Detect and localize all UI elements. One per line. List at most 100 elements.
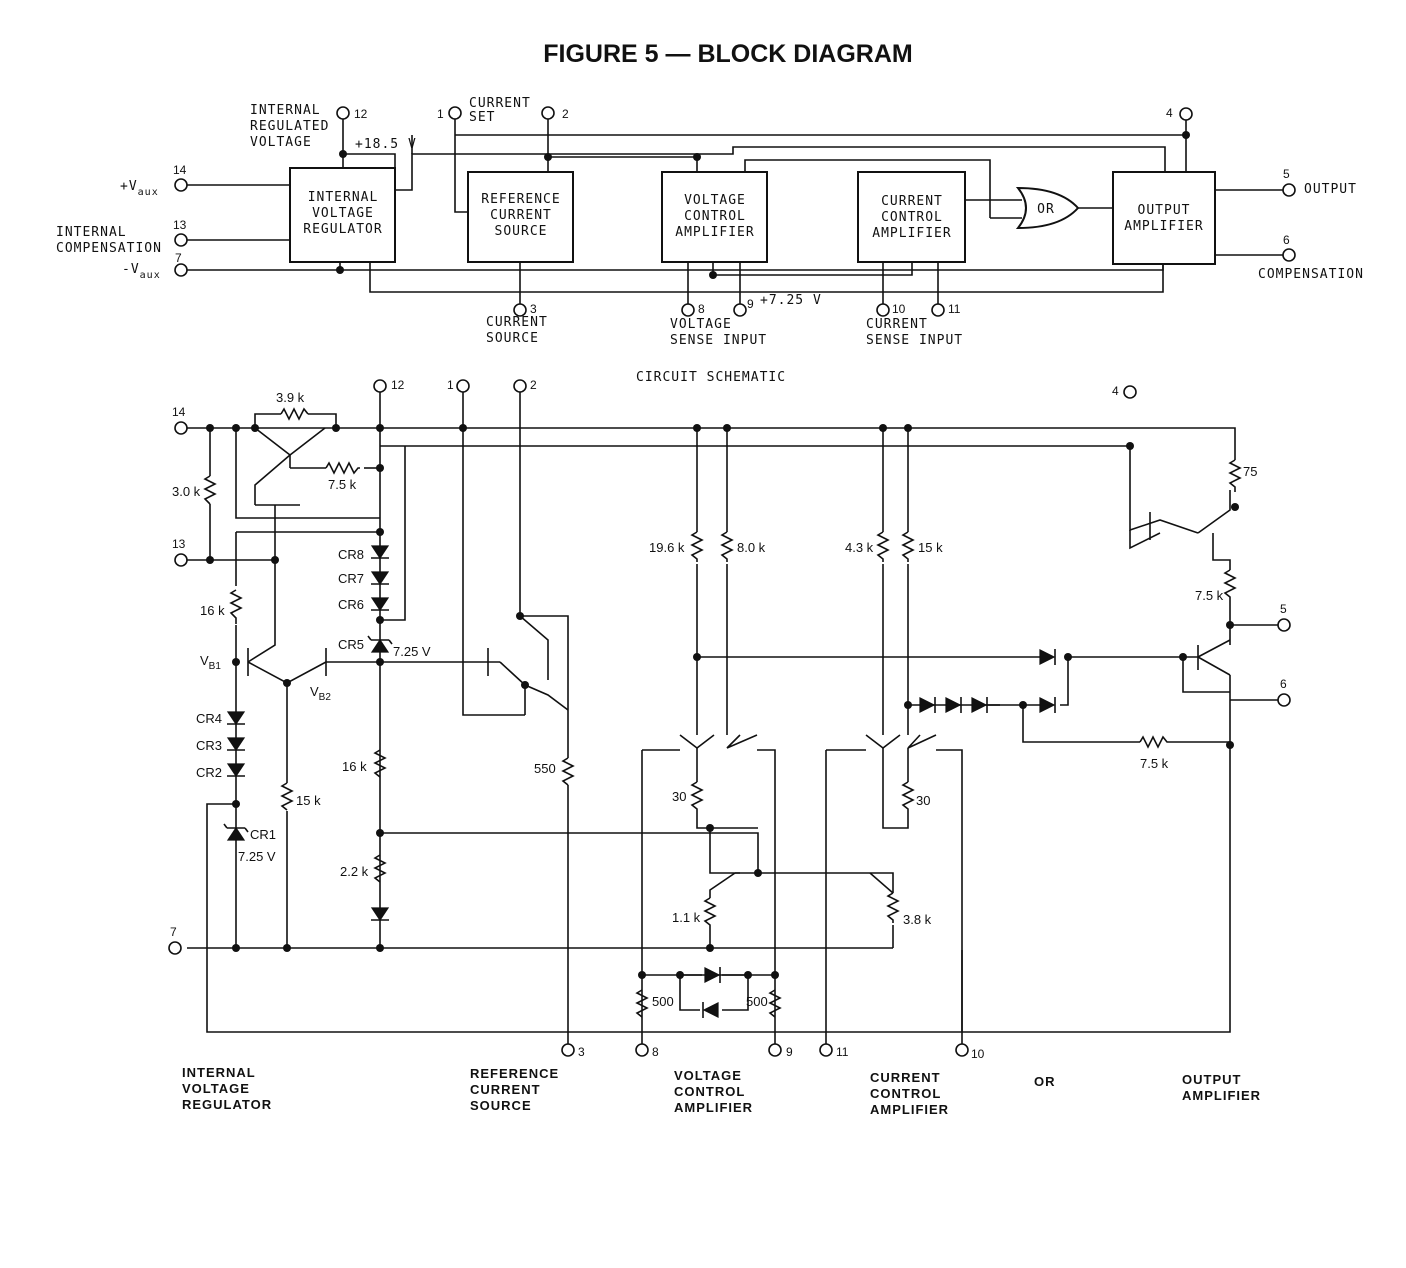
svg-text:3: 3 xyxy=(530,302,537,316)
svg-text:7: 7 xyxy=(170,925,177,939)
svg-text:REGULATOR: REGULATOR xyxy=(182,1097,272,1112)
schematic-title: CIRCUIT SCHEMATIC xyxy=(636,370,786,385)
svg-text:3.0 k: 3.0 k xyxy=(172,484,201,499)
svg-text:AMPLIFIER: AMPLIFIER xyxy=(1182,1088,1261,1103)
svg-text:CR4: CR4 xyxy=(196,711,222,726)
svg-text:CURRENT: CURRENT xyxy=(870,1070,941,1085)
schematic-resistors xyxy=(203,407,1242,1018)
svg-text:16 k: 16 k xyxy=(342,759,367,774)
svg-text:30: 30 xyxy=(672,789,686,804)
svg-text:16 k: 16 k xyxy=(200,603,225,618)
svg-text:CR5: CR5 xyxy=(338,637,364,652)
svg-text:19.6 k: 19.6 k xyxy=(649,540,685,555)
svg-text:5: 5 xyxy=(1280,602,1287,616)
svg-text:CR6: CR6 xyxy=(338,597,364,612)
block-current-control-amplifier: CURRENT CONTROL AMPLIFIER xyxy=(857,171,966,263)
svg-text:SOURCE: SOURCE xyxy=(486,331,539,346)
svg-text:13: 13 xyxy=(173,218,187,232)
svg-text:REFERENCE: REFERENCE xyxy=(470,1066,559,1081)
svg-text:CR3: CR3 xyxy=(196,738,222,753)
svg-text:INTERNAL: INTERNAL xyxy=(250,103,321,118)
svg-text:CURRENT: CURRENT xyxy=(486,315,548,330)
svg-text:2.2 k: 2.2 k xyxy=(340,864,369,879)
svg-text:CURRENT: CURRENT xyxy=(881,194,943,209)
svg-text:CR2: CR2 xyxy=(196,765,222,780)
svg-text:1: 1 xyxy=(447,378,454,392)
svg-text:7.5 k: 7.5 k xyxy=(328,477,357,492)
svg-text:CONTROL: CONTROL xyxy=(870,1086,941,1101)
schematic-terminals xyxy=(168,379,1291,1057)
svg-text:550: 550 xyxy=(534,761,556,776)
svg-text:30: 30 xyxy=(916,793,930,808)
schematic-node-labels: CR8 CR7 CR6 CR5 7.25 V CR4 CR3 CR2 CR1 7… xyxy=(196,547,431,864)
svg-text:2: 2 xyxy=(562,107,569,121)
svg-text:SOURCE: SOURCE xyxy=(495,224,548,239)
svg-text:REGULATED: REGULATED xyxy=(250,119,329,134)
svg-text:REGULATOR: REGULATOR xyxy=(303,222,382,237)
svg-text:9: 9 xyxy=(747,297,754,311)
svg-text:-Vaux: -Vaux xyxy=(122,262,161,281)
svg-text:7.25 V: 7.25 V xyxy=(393,644,431,659)
svg-text:15 k: 15 k xyxy=(296,793,321,808)
svg-text:5: 5 xyxy=(1283,167,1290,181)
svg-text:VB2: VB2 xyxy=(310,684,331,703)
svg-text:VOLTAGE: VOLTAGE xyxy=(670,317,732,332)
svg-text:CR7: CR7 xyxy=(338,571,364,586)
svg-text:OUTPUT: OUTPUT xyxy=(1138,203,1191,218)
svg-text:10: 10 xyxy=(971,1047,985,1061)
svg-text:CONTROL: CONTROL xyxy=(674,1084,745,1099)
svg-text:4: 4 xyxy=(1112,384,1119,398)
internal-compensation-label: INTERNAL xyxy=(56,225,127,240)
svg-text:12: 12 xyxy=(391,378,405,392)
svg-text:14: 14 xyxy=(173,163,187,177)
svg-text:7.5 k: 7.5 k xyxy=(1140,756,1169,771)
svg-text:AMPLIFIER: AMPLIFIER xyxy=(674,1100,753,1115)
block-pin-numbers: 14 13 7 12 1 2 4 5 6 3 8 9 10 11 xyxy=(173,106,1290,316)
svg-text:VB1: VB1 xyxy=(200,653,221,672)
svg-text:OUTPUT: OUTPUT xyxy=(1182,1072,1241,1087)
svg-text:VOLTAGE: VOLTAGE xyxy=(250,135,312,150)
svg-text:CURRENT: CURRENT xyxy=(490,208,552,223)
svg-text:1: 1 xyxy=(437,107,444,121)
block-junctions xyxy=(336,131,1190,279)
svg-text:3.9 k: 3.9 k xyxy=(276,390,305,405)
block-voltage-control-amplifier: VOLTAGE CONTROL AMPLIFIER xyxy=(661,171,768,263)
svg-text:SET: SET xyxy=(469,110,495,125)
svg-text:CURRENT: CURRENT xyxy=(470,1082,541,1097)
svg-text:CONTROL: CONTROL xyxy=(881,210,943,225)
svg-text:VOLTAGE: VOLTAGE xyxy=(312,206,374,221)
svg-text:1.1 k: 1.1 k xyxy=(672,910,701,925)
svg-text:OR: OR xyxy=(1037,202,1055,217)
svg-text:11: 11 xyxy=(836,1045,849,1059)
schematic-pin-numbers: 14 13 7 12 1 2 4 5 6 3 8 9 11 10 xyxy=(170,378,1287,1061)
svg-text:CONTROL: CONTROL xyxy=(684,209,746,224)
figure-title: FIGURE 5 — BLOCK DIAGRAM xyxy=(543,40,912,68)
svg-text:8.0 k: 8.0 k xyxy=(737,540,766,555)
block-diagram-wires xyxy=(187,119,1283,304)
svg-text:INTERNAL: INTERNAL xyxy=(308,190,379,205)
svg-text:7.25 V: 7.25 V xyxy=(238,849,276,864)
svg-text:4.3 k: 4.3 k xyxy=(845,540,874,555)
schematic-wires xyxy=(187,392,1278,1044)
block-labels: +Vaux INTERNAL COMPENSATION -Vaux INTERN… xyxy=(56,96,1364,348)
svg-text:OUTPUT: OUTPUT xyxy=(1304,182,1357,197)
svg-text:2: 2 xyxy=(530,378,537,392)
svg-text:CURRENT: CURRENT xyxy=(469,96,531,111)
svg-text:AMPLIFIER: AMPLIFIER xyxy=(675,225,754,240)
svg-text:VOLTAGE: VOLTAGE xyxy=(674,1068,742,1083)
svg-text:10: 10 xyxy=(892,302,906,316)
block-output-amplifier: OUTPUT AMPLIFIER xyxy=(1112,171,1216,265)
schematic-junctions xyxy=(206,424,1239,979)
svg-text:13: 13 xyxy=(172,537,186,551)
svg-text:15 k: 15 k xyxy=(918,540,943,555)
block-internal-voltage-regulator: INTERNAL VOLTAGE REGULATOR xyxy=(289,167,396,263)
svg-text:COMPENSATION: COMPENSATION xyxy=(1258,267,1364,282)
schematic-diodes xyxy=(223,545,1056,1018)
svg-text:500: 500 xyxy=(746,994,768,1009)
svg-text:SOURCE: SOURCE xyxy=(470,1098,532,1113)
block-or-gate: OR xyxy=(1015,186,1080,230)
svg-text:SENSE INPUT: SENSE INPUT xyxy=(866,333,963,348)
svg-text:3: 3 xyxy=(578,1045,585,1059)
svg-text:75: 75 xyxy=(1243,464,1257,479)
svg-text:CURRENT: CURRENT xyxy=(866,317,928,332)
